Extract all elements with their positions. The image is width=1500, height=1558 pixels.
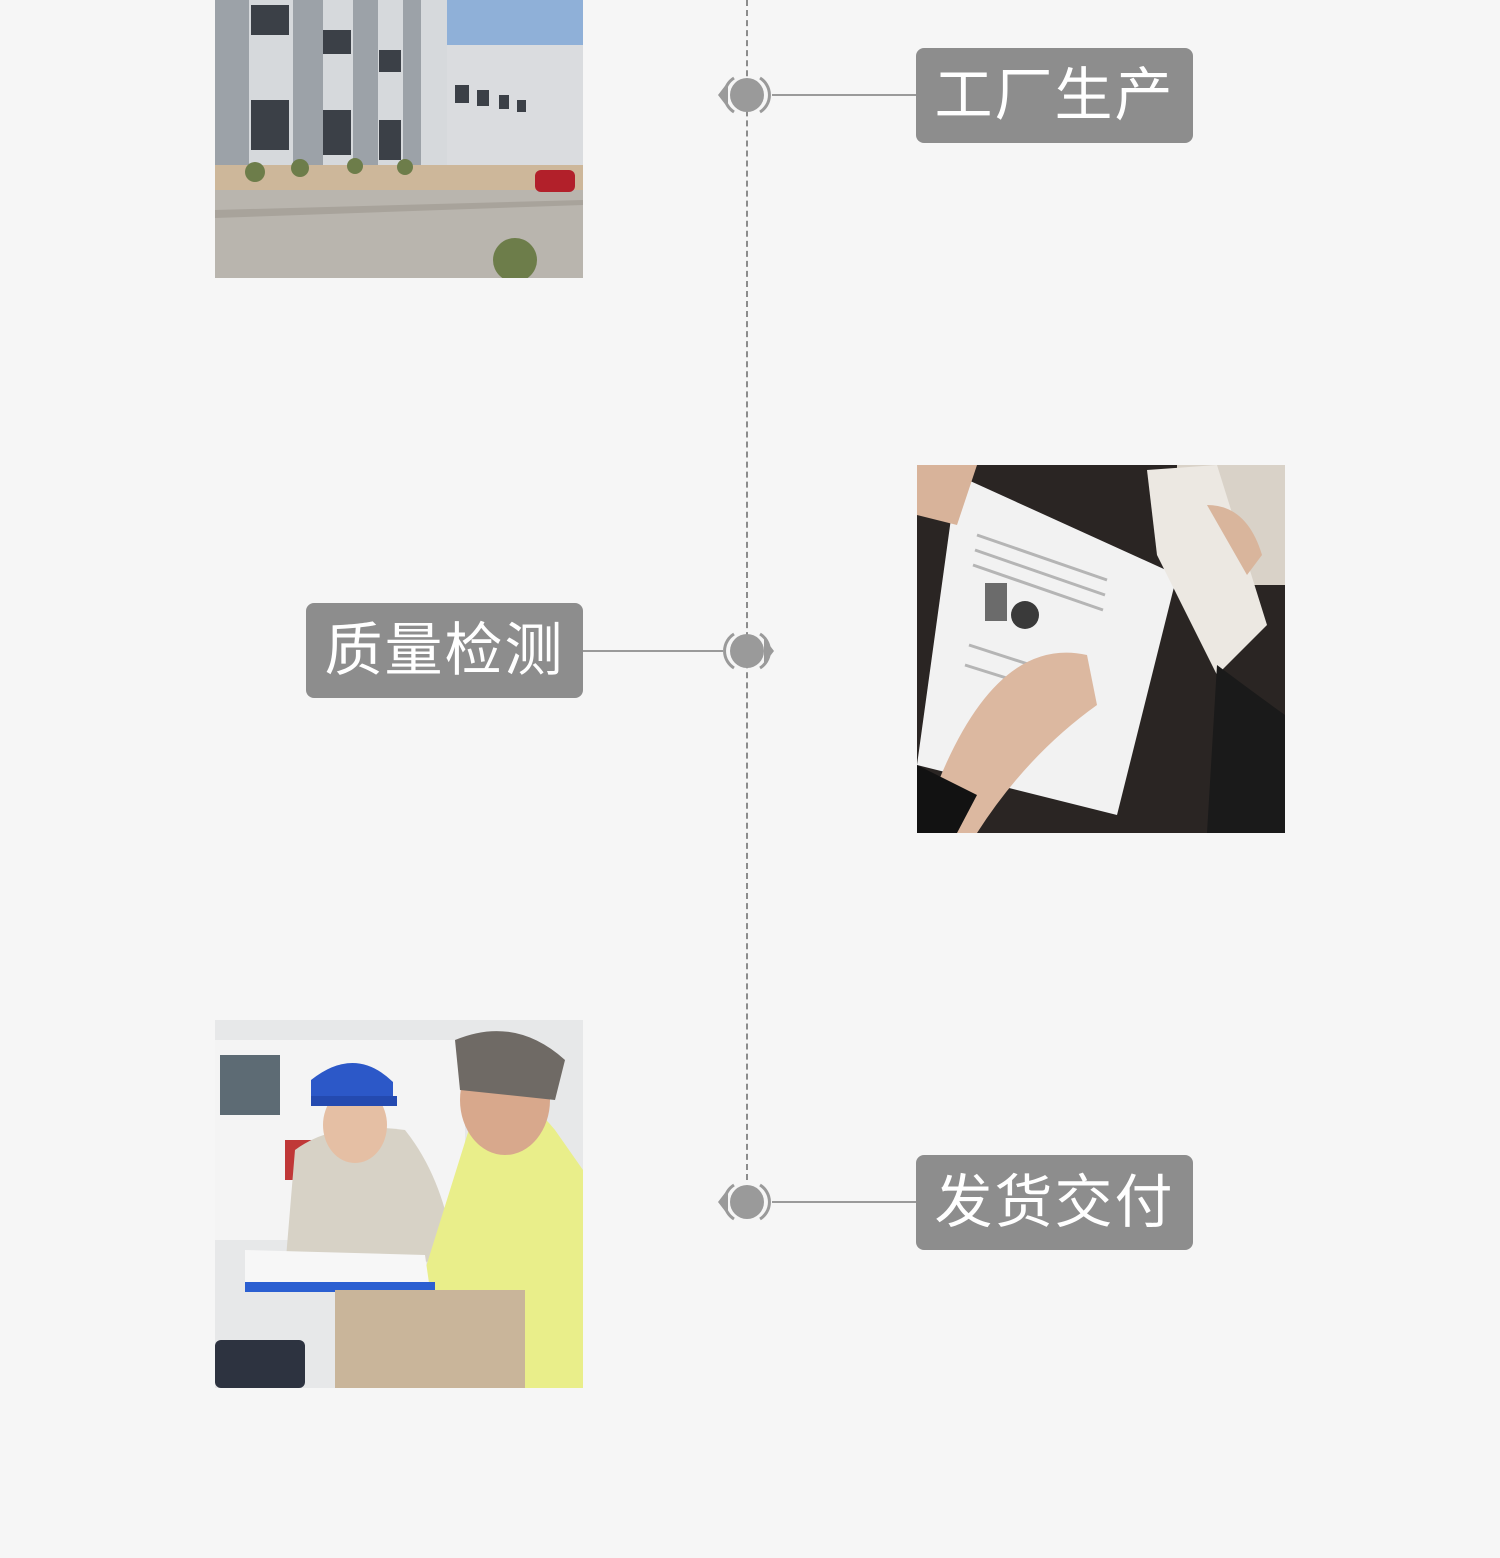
- step-label-delivery: 发货交付: [916, 1155, 1193, 1250]
- connector-line-quality: [583, 650, 723, 652]
- factory-photo: [215, 0, 583, 278]
- connector-line-delivery: [772, 1201, 916, 1203]
- step-label-factory: 工厂生产: [916, 48, 1193, 143]
- delivery-photo: [215, 1020, 583, 1388]
- timeline-node-right-arrow: [706, 626, 786, 676]
- timeline-node-left-arrow: [706, 1177, 786, 1227]
- timeline-node-left-arrow: [706, 70, 786, 120]
- connector-line-factory: [772, 94, 916, 96]
- timeline-dashed-line: [746, 0, 748, 1180]
- documents-photo: [917, 465, 1285, 833]
- step-label-quality: 质量检测: [306, 603, 583, 698]
